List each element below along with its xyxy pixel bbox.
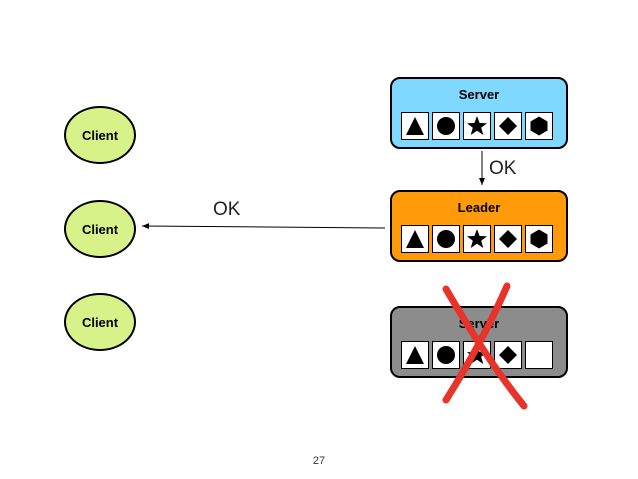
star-icon [467,345,487,364]
star-icon [467,116,487,135]
client-node-1: Client [64,106,136,164]
triangle-icon [406,117,424,135]
log-entry [494,341,522,369]
ok-label-horizontal: OK [213,199,241,220]
leader-title: Leader [457,200,501,215]
triangle-icon [406,346,424,364]
circle-icon [437,117,455,135]
leader-to-client-arrow [141,223,386,230]
diamond-icon [499,230,517,248]
client-label: Client [81,221,119,237]
circle-icon [437,346,455,364]
log-entry-empty [525,341,553,369]
log-entry [494,225,522,253]
server-title: Server [458,87,500,102]
hexagon-icon [530,229,548,249]
page-number: 27 [312,455,326,467]
log-entry [432,112,460,140]
client-label: Client [81,127,119,143]
diamond-icon [499,117,517,135]
client-node-3: Client [64,293,136,351]
star-icon [467,229,487,248]
client-label: Client [81,314,119,330]
hexagon-icon [530,116,548,136]
log-entry [494,112,522,140]
log-entry [463,112,491,140]
crash-x-icon [442,282,528,410]
log-entry [401,341,429,369]
triangle-icon [406,230,424,248]
server-box-top: Server [390,77,568,149]
log-entry [432,341,460,369]
log-entry [525,225,553,253]
circle-icon [437,230,455,248]
log-entry [432,225,460,253]
log-slots [401,225,553,253]
log-entry [525,112,553,140]
leader-box: Leader [390,190,568,262]
diamond-icon [499,346,517,364]
log-slots [401,112,553,140]
log-entry [401,112,429,140]
client-node-2: Client [64,200,136,258]
log-entry [463,225,491,253]
log-entry [401,225,429,253]
ok-label-vertical: OK [489,158,517,179]
